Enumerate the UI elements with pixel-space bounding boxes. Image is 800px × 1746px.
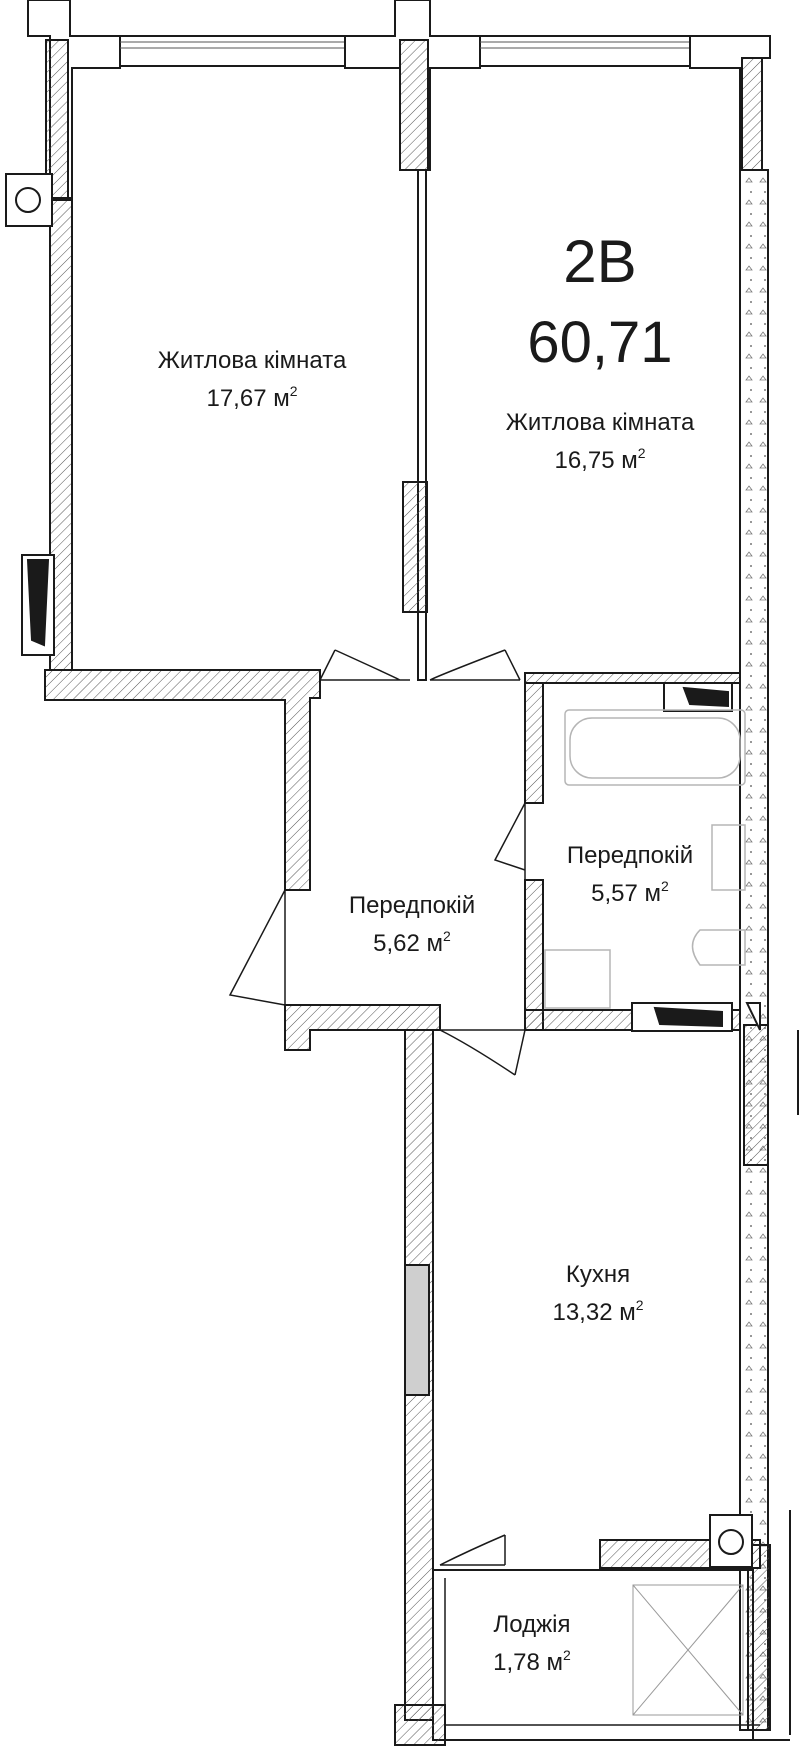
room-label-bathroom: Передпокій 5,57 м2 xyxy=(567,842,693,907)
walls xyxy=(5,0,799,1746)
washing-machine xyxy=(544,949,611,1009)
column-kitchen-left xyxy=(404,1264,430,1396)
toilet xyxy=(691,929,746,966)
room-name: Житлова кімната xyxy=(506,409,695,436)
wall-loggia-bottom xyxy=(394,1704,446,1746)
room-label-living-1: Житлова кімната 17,67 м2 xyxy=(158,347,347,412)
column-top-right xyxy=(741,57,763,171)
room-area: 5,57 м2 xyxy=(591,878,669,907)
room-area: 5,62 м2 xyxy=(373,928,451,957)
door-entrance xyxy=(228,889,286,1006)
door-loggia xyxy=(439,1534,506,1566)
room-area: 17,67 м2 xyxy=(206,383,297,412)
room-area: 1,78 м2 xyxy=(493,1647,571,1676)
wall-bottom-living-2 xyxy=(524,672,741,684)
column-top-middle xyxy=(399,39,429,171)
room-area: 13,32 м2 xyxy=(552,1297,643,1326)
door-living-1 xyxy=(319,649,410,681)
door-living-2 xyxy=(429,649,521,681)
room-name: Передпокій xyxy=(349,892,475,919)
apartment-summary: 2В 60,71 xyxy=(527,228,672,375)
partition-living xyxy=(417,169,427,681)
room-label-living-2: Житлова кімната 16,75 м2 xyxy=(506,409,695,474)
room-label-loggia: Лоджія 1,78 м2 xyxy=(493,1611,571,1676)
door-bathroom xyxy=(493,802,526,880)
room-name: Житлова кімната xyxy=(158,347,347,374)
wall-top-left xyxy=(27,0,131,199)
apartment-code: 2В xyxy=(563,228,636,295)
doors xyxy=(228,649,526,1566)
column-right-bottom xyxy=(747,1544,771,1731)
wall-bottom-living-1 xyxy=(44,669,321,891)
loggia-storage xyxy=(632,1584,744,1716)
wall-bathroom-left xyxy=(524,682,544,804)
door-kitchen xyxy=(439,1029,526,1076)
window-top-left xyxy=(119,35,351,67)
radiators xyxy=(631,682,761,1032)
column-right-middle xyxy=(743,1024,769,1166)
wall-hallway-bottom xyxy=(284,1004,441,1051)
room-label-kitchen: Кухня 13,32 м2 xyxy=(552,1261,643,1326)
apartment-total-area: 60,71 xyxy=(527,310,672,375)
window-top-right xyxy=(479,35,696,67)
bathtub xyxy=(564,709,746,786)
sink xyxy=(711,824,746,891)
bathroom-fixtures xyxy=(544,709,746,1009)
room-name: Передпокій xyxy=(567,842,693,869)
wall-right-facade xyxy=(739,169,769,1731)
wall-bathroom-left-lower xyxy=(524,879,544,1031)
column-top-left xyxy=(45,39,69,199)
room-label-hallway: Передпокій 5,62 м2 xyxy=(349,892,475,957)
room-area: 16,75 м2 xyxy=(554,445,645,474)
column-partition xyxy=(402,481,428,613)
room-name: Кухня xyxy=(566,1261,630,1288)
room-name: Лоджія xyxy=(494,1611,571,1638)
